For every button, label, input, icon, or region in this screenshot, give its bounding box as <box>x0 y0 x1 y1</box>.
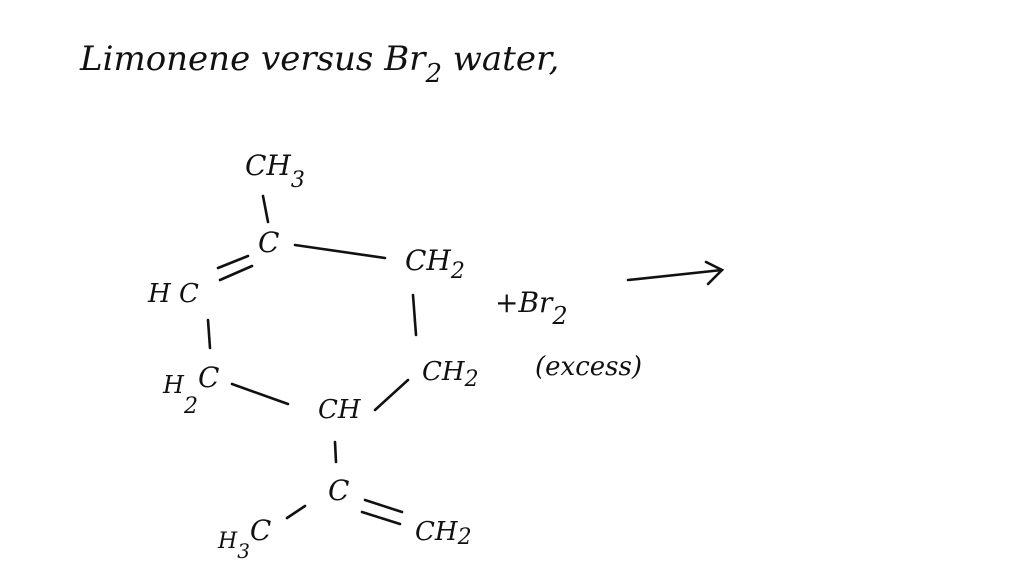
title: Limonene versus Br2 water, <box>79 39 559 89</box>
label-ch2-right-top: CH2 <box>405 244 465 284</box>
bond-h3c-c <box>285 504 307 520</box>
bond-vinyl-double-1 <box>363 498 404 514</box>
bond-double-2 <box>218 264 254 282</box>
reagent-note: (excess) <box>535 352 642 382</box>
bond-hc-h2c <box>206 318 212 350</box>
bond-double-1 <box>216 254 250 270</box>
label-ch-bottom: CH <box>318 395 362 425</box>
reagent-br2: +Br2 <box>495 286 568 330</box>
label-h2c-left: H2C <box>162 361 219 419</box>
label-c-isopropenyl: C <box>328 474 349 507</box>
label-c-top: C <box>258 226 279 259</box>
bond-h2c-ch <box>230 382 290 406</box>
bond-ch3-c <box>261 194 270 224</box>
bond-c-ch2 <box>293 243 387 260</box>
bond-ch-ch2 <box>373 378 410 412</box>
label-ch3-top: CH3 <box>245 149 305 193</box>
label-hc-left: H C <box>147 279 199 309</box>
bond-vinyl-double-2 <box>360 510 402 526</box>
label-ch2-right-bottom: CH2 <box>422 357 479 392</box>
label-h3c: H3C <box>217 514 271 563</box>
bond-ch-c <box>333 440 338 464</box>
bond-ch2-ch2 <box>411 293 418 337</box>
label-ch2-vinyl: CH2 <box>415 517 472 550</box>
reaction-arrow-icon <box>626 260 725 286</box>
